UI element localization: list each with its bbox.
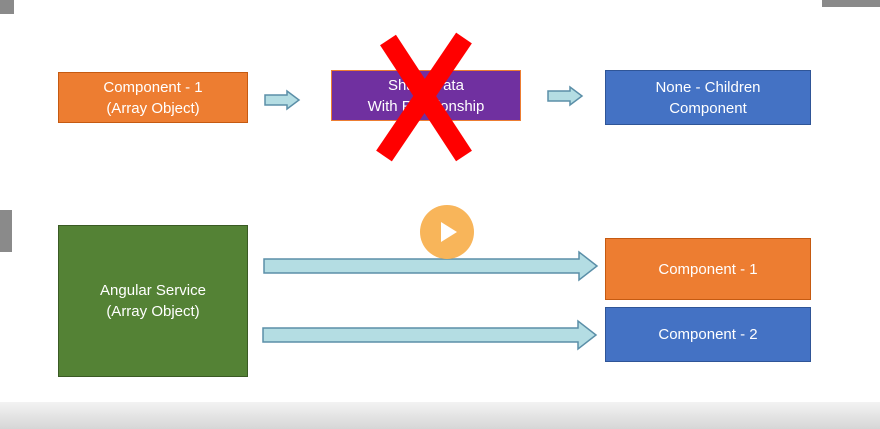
box-label: Component - 2: [658, 326, 758, 343]
long-arrow-right-icon: [263, 250, 599, 282]
box-line-1: None - Children: [655, 78, 761, 96]
arrow-right-icon: [264, 89, 301, 111]
box-line-1: Component - 1: [103, 78, 203, 96]
red-x-mark-icon: [376, 32, 472, 162]
none-children-component-box: None - Children Component: [605, 70, 811, 125]
frame-edge-top-right: [822, 0, 880, 7]
play-button-icon[interactable]: [419, 204, 475, 260]
box-line-2: (Array Object): [106, 303, 200, 320]
component-2-box: Component - 2: [605, 307, 811, 362]
box-line-1: Angular Service: [100, 282, 206, 299]
box-label: Component - 1: [658, 260, 758, 278]
frame-edge-top-left: [0, 0, 14, 14]
component-1-array-box: Component - 1 (Array Object): [58, 72, 248, 123]
arrow-right-icon: [547, 85, 584, 107]
frame-edge-left: [0, 210, 12, 252]
video-control-bar: [0, 402, 880, 429]
angular-service-box: Angular Service (Array Object): [58, 225, 248, 377]
box-line-2: (Array Object): [106, 99, 200, 117]
box-line-2: Component: [669, 99, 747, 117]
component-1-box: Component - 1: [605, 238, 811, 300]
long-arrow-right-icon: [262, 319, 598, 351]
